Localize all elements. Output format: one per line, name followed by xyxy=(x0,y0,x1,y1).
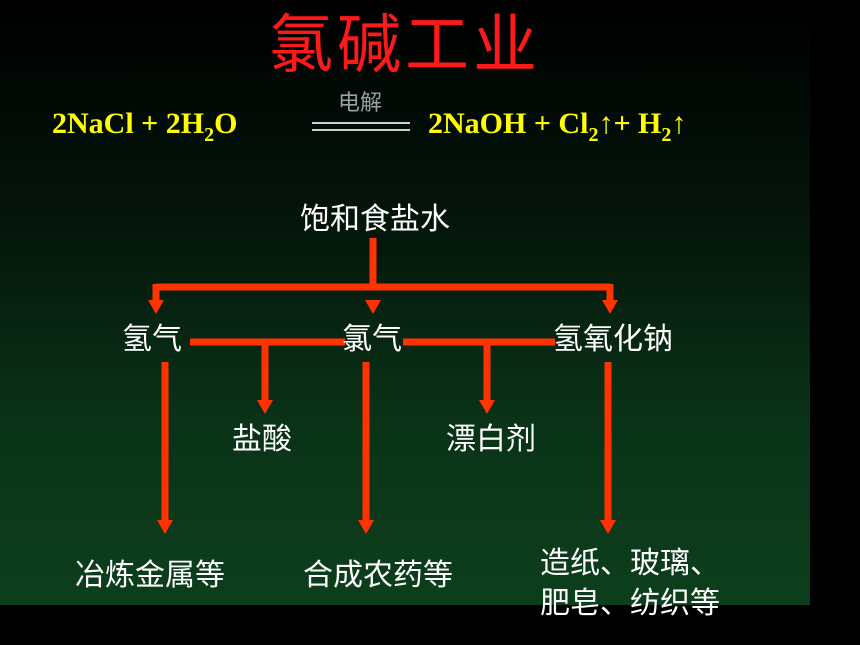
node-bleach: 漂白剂 xyxy=(446,422,536,457)
arrowhead-naoh xyxy=(602,300,618,314)
node-sodium-hydroxide: 氢氧化钠 xyxy=(553,322,673,357)
use-metal-smelting: 冶炼金属等 xyxy=(75,558,225,593)
right-border xyxy=(810,0,860,645)
arrowhead-hydrogen xyxy=(148,300,164,314)
node-hydrochloric-acid: 盐酸 xyxy=(232,422,292,457)
node-hydrogen: 氢气 xyxy=(122,322,182,357)
arrowhead-paper-glass xyxy=(600,520,616,534)
use-pesticides: 合成农药等 xyxy=(303,558,453,593)
equals-line-top xyxy=(312,122,410,124)
equation-products: 2NaOH + Cl2↑+ H2↑ xyxy=(428,107,687,146)
slide-title: 氯碱工业 xyxy=(269,9,541,83)
equals-line-bottom xyxy=(312,129,410,131)
equation-condition: 电解 xyxy=(338,90,383,115)
node-brine: 饱和食盐水 xyxy=(300,202,450,237)
arrowhead-chlorine xyxy=(365,300,381,314)
slide-canvas xyxy=(0,0,810,605)
use-soap-textile: 肥皂、纺织等 xyxy=(540,586,720,621)
arrowhead-metal-smelting xyxy=(157,520,173,534)
node-chlorine: 氯气 xyxy=(342,322,402,357)
arrowhead-pesticides xyxy=(358,520,374,534)
bottom-border xyxy=(0,605,860,645)
arrowhead-hcl xyxy=(257,400,273,414)
arrowhead-bleach xyxy=(479,400,495,414)
equation-reactants: 2NaCl + 2H2O xyxy=(52,107,238,146)
use-paper-glass: 造纸、玻璃、 xyxy=(540,546,720,581)
